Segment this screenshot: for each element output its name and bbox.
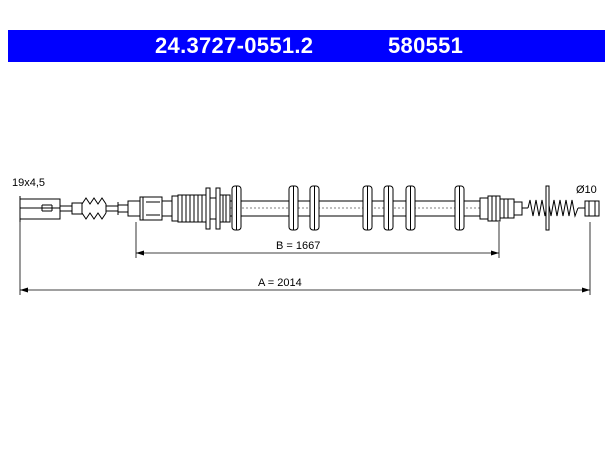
left-threaded-adjuster — [161, 187, 231, 230]
dimension-b-label: B = 1667 — [276, 240, 320, 252]
reference-number: 580551 — [388, 33, 464, 58]
left-end-label: 19x4,5 — [12, 177, 45, 189]
dimension-a-label: A = 2014 — [258, 277, 302, 289]
cable-conduit — [230, 185, 480, 231]
part-number: 24.3727-0551.2 — [155, 33, 314, 58]
right-end-fitting — [479, 185, 600, 231]
dimension-a — [19, 222, 591, 295]
dimension-b — [135, 222, 500, 258]
left-end-fitting — [19, 196, 163, 222]
title-banner: 24.3727-0551.2 580551 — [8, 30, 605, 62]
right-end-label: Ø10 — [576, 184, 597, 196]
